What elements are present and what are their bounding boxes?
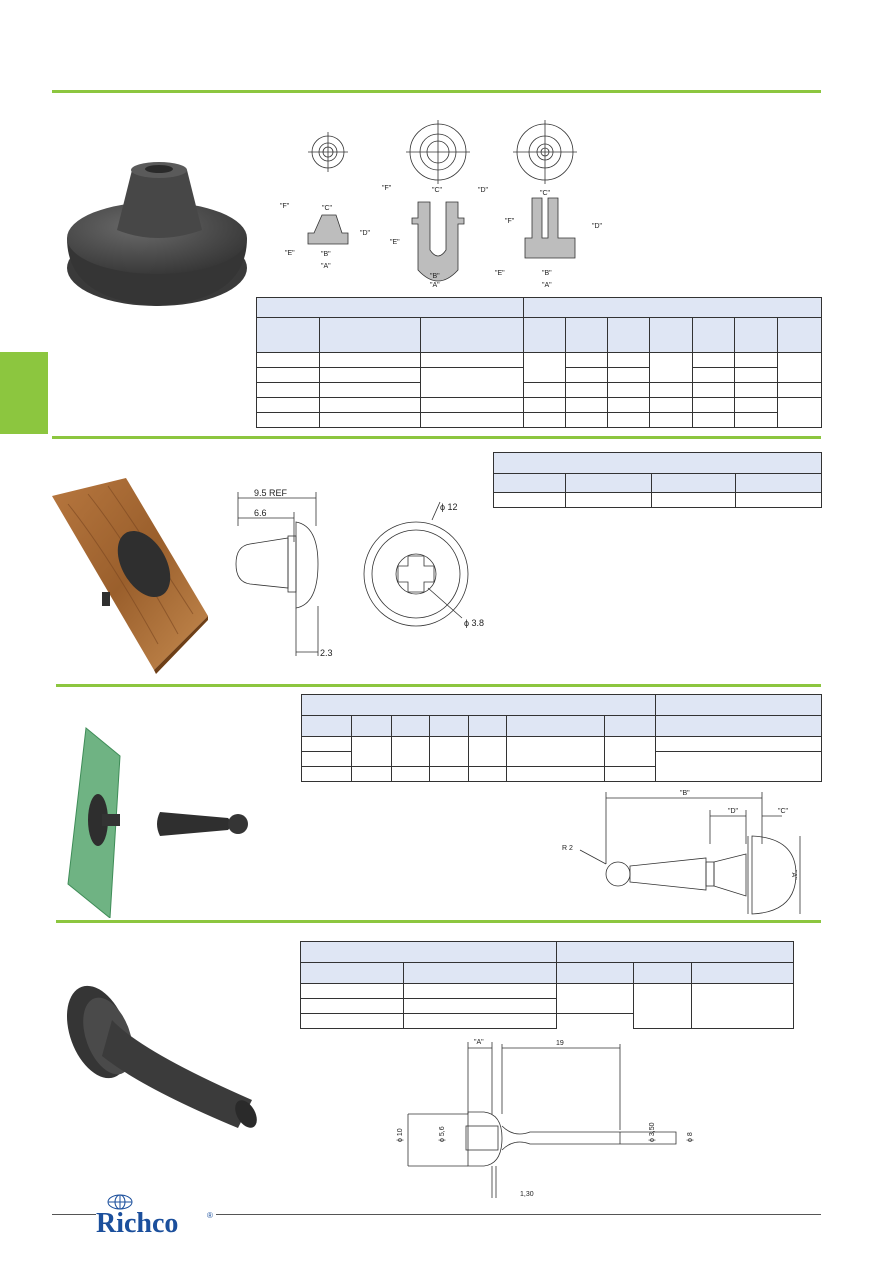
svg-text:"D": "D" (592, 223, 603, 230)
dim-d1: 6.6 (254, 508, 267, 518)
section-divider-4 (56, 920, 821, 923)
dim4-d56: ϕ 5,6 (439, 1126, 446, 1142)
svg-text:"D": "D" (360, 230, 371, 237)
svg-text:"D": "D" (478, 187, 489, 194)
dim4-d8: ϕ 8 (687, 1132, 694, 1142)
spec-table-section1 (255, 297, 823, 428)
svg-text:"E": "E" (495, 270, 505, 277)
spec-table-section3 (300, 694, 823, 782)
svg-text:"B": "B" (542, 270, 552, 277)
svg-text:"A": "A" (430, 282, 440, 289)
dim4-d35: ϕ 3,50 (649, 1122, 656, 1142)
svg-text:"A": "A" (321, 263, 331, 270)
product-image-pin (66, 985, 257, 1128)
product-image-wood-panel (52, 478, 208, 674)
dim-ref: 9.5 REF (254, 488, 288, 498)
product-image-pcb-mount (67, 727, 248, 918)
dim4-A: "A" (474, 1039, 484, 1046)
svg-text:"F": "F" (505, 218, 515, 225)
richco-logo: Richco ® (96, 1194, 213, 1238)
dim4-d10: ϕ 10 (397, 1128, 404, 1142)
spec-table-section4 (300, 941, 795, 1029)
drawing-section2: 9.5 REF 6.6 2.3 ϕ 12 ϕ 3.8 (235, 488, 484, 658)
svg-text:"E": "E" (285, 250, 295, 257)
svg-text:"B": "B" (430, 273, 440, 280)
dim-d2: 2.3 (320, 648, 333, 658)
svg-text:"C": "C" (540, 190, 551, 197)
drawing-section3: "B" "D" "C" "A" R 2 (562, 790, 801, 915)
dim-B: "B" (680, 790, 690, 797)
svg-text:Richco: Richco (96, 1208, 178, 1238)
dim-R: R 2 (562, 845, 573, 852)
svg-text:"C": "C" (322, 205, 333, 212)
section-divider-2 (52, 436, 821, 439)
product-image-bumper (67, 162, 247, 306)
dim-C: "C" (778, 808, 789, 815)
svg-text:"F": "F" (382, 185, 392, 192)
dim-dia12: ϕ 12 (440, 502, 458, 512)
svg-text:"C": "C" (432, 187, 443, 194)
svg-text:"E": "E" (390, 239, 400, 246)
dim4-len: 19 (556, 1040, 564, 1047)
section-divider-3 (56, 684, 821, 687)
svg-text:"B": "B" (321, 251, 331, 258)
footer-line-right (216, 1214, 821, 1215)
svg-text:"F": "F" (280, 203, 290, 210)
side-tab (0, 352, 48, 434)
dim-dia38: ϕ 3.8 (464, 618, 484, 628)
drawing-section1: "C""F""D" "E""B""A" "F""C""D" "E""B""A" … (280, 120, 603, 289)
dim-A: "A" (790, 870, 797, 880)
section-divider-top (52, 90, 821, 93)
footer-line-left (52, 1214, 96, 1215)
drawing-section4: "A" 19 ϕ 10 ϕ 5,6 ϕ 3,50 ϕ 8 1,30 (397, 1039, 694, 1198)
spec-table-section2 (493, 452, 822, 508)
svg-text:"A": "A" (542, 282, 552, 289)
dim-D: "D" (728, 808, 739, 815)
dim4-t: 1,30 (520, 1191, 534, 1198)
svg-text:®: ® (207, 1211, 213, 1220)
